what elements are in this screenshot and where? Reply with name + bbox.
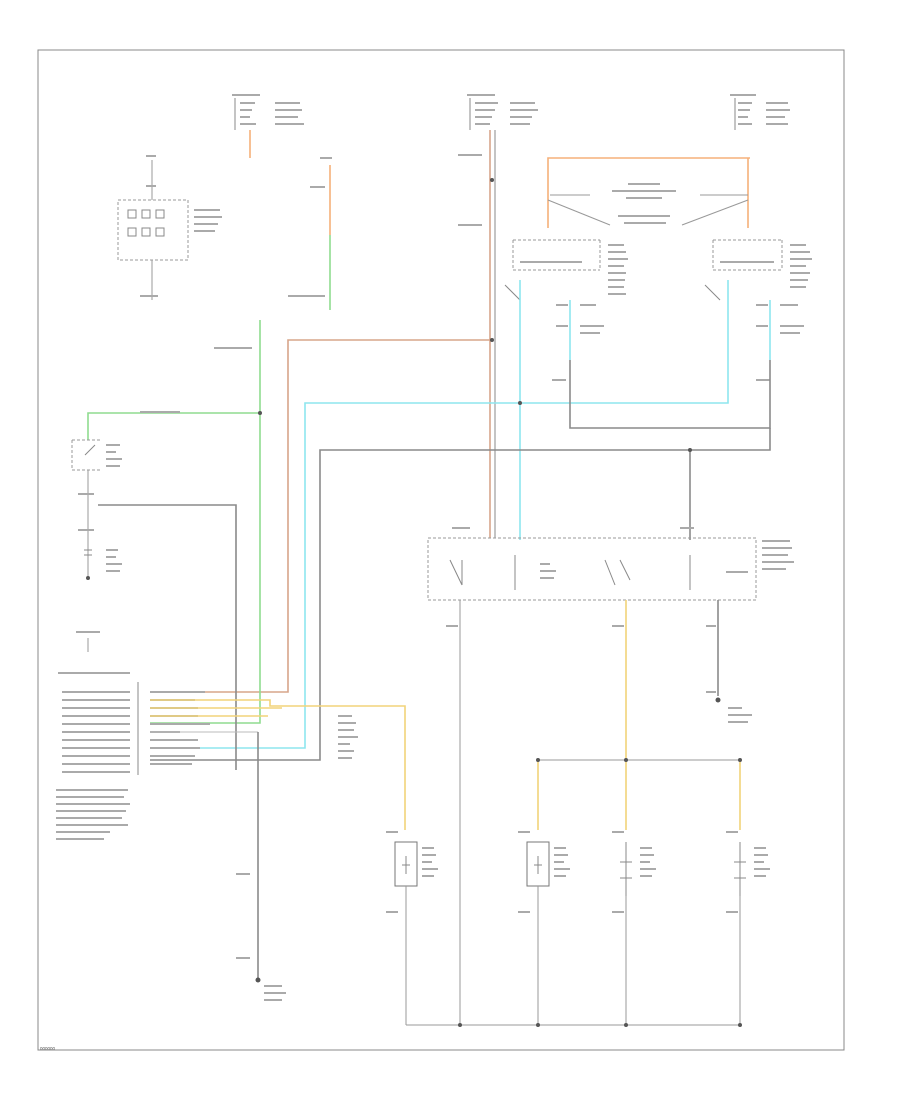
splice-dot-trunk-mid [490, 338, 494, 342]
relay-box-top-right [547, 183, 749, 226]
splice-dot-trunk-top [490, 178, 494, 182]
wire-group-mid-top [288, 157, 332, 310]
wire-brown-to-left [150, 339, 490, 693]
ground-point-right [715, 697, 721, 703]
ground-point-left [255, 977, 261, 983]
control-module-center [427, 527, 794, 601]
splice-dot-gray [688, 448, 692, 452]
module-pin-wire-labels [150, 691, 210, 765]
fuse-label-right [730, 94, 790, 130]
trunk-switch-lower [84, 549, 122, 580]
lamp-courtesy-right [518, 831, 570, 1025]
wire-green-left [87, 412, 260, 440]
wire-yellow-lamp-left [150, 699, 406, 830]
splice-dot-bus-left [536, 758, 540, 762]
splice-dot-bottom-2 [536, 1023, 540, 1027]
door-switch-left-front [504, 239, 628, 301]
door-switch-right-front [704, 239, 812, 301]
splice-dot-bus-right [738, 758, 742, 762]
splice-dot-green [258, 411, 262, 415]
splice-dot-bottom-4 [738, 1023, 742, 1027]
connector-block-top-left [117, 155, 222, 300]
fuse-label-left [232, 94, 304, 130]
wire-gray-trunk-branch [98, 504, 237, 770]
diagram-frame [37, 49, 845, 1051]
wire-orange-top-right [547, 157, 750, 228]
module-pin-list-left [56, 631, 139, 840]
splice-dot-bus-center [624, 758, 628, 762]
wire-green-main [150, 320, 261, 724]
splice-dot-cyan [518, 401, 522, 405]
lamp-courtesy-left [386, 831, 438, 1025]
wire-brown-trunk [458, 130, 496, 538]
lamp-label-dome [338, 715, 358, 759]
lamp-door-right-rear [726, 831, 770, 1025]
trunk-switch-left [71, 439, 122, 580]
diagram-footer-code: 000000 [40, 1046, 56, 1051]
fuse-label-center [467, 94, 538, 130]
splice-dot-bottom-1 [458, 1023, 462, 1027]
wire-gray-left-door [569, 360, 771, 429]
lamp-door-left-rear [612, 831, 656, 1025]
splice-dot-bottom-3 [624, 1023, 628, 1027]
wire-cyan-long [150, 280, 729, 749]
wire-gray-long [150, 428, 771, 761]
